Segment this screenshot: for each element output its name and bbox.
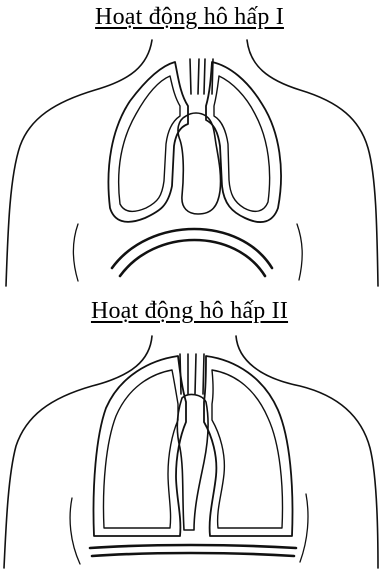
panel-breathing-1: Hoạt động hô hấp I [0, 0, 379, 290]
torso-illustration [0, 336, 379, 569]
panel-title: Hoạt động hô hấp II [0, 298, 379, 325]
torso-outline [6, 40, 378, 286]
left-lung [108, 62, 188, 222]
right-lung [204, 356, 292, 536]
panel-title: Hoạt động hô hấp I [0, 4, 379, 31]
right-lung [206, 62, 281, 222]
diaphragm [90, 545, 296, 556]
panel-breathing-2: Hoạt động hô hấp II [0, 290, 379, 569]
torso-outline [4, 336, 378, 568]
diaphragm [112, 229, 272, 276]
left-lung [94, 356, 187, 536]
torso-illustration [0, 36, 379, 290]
